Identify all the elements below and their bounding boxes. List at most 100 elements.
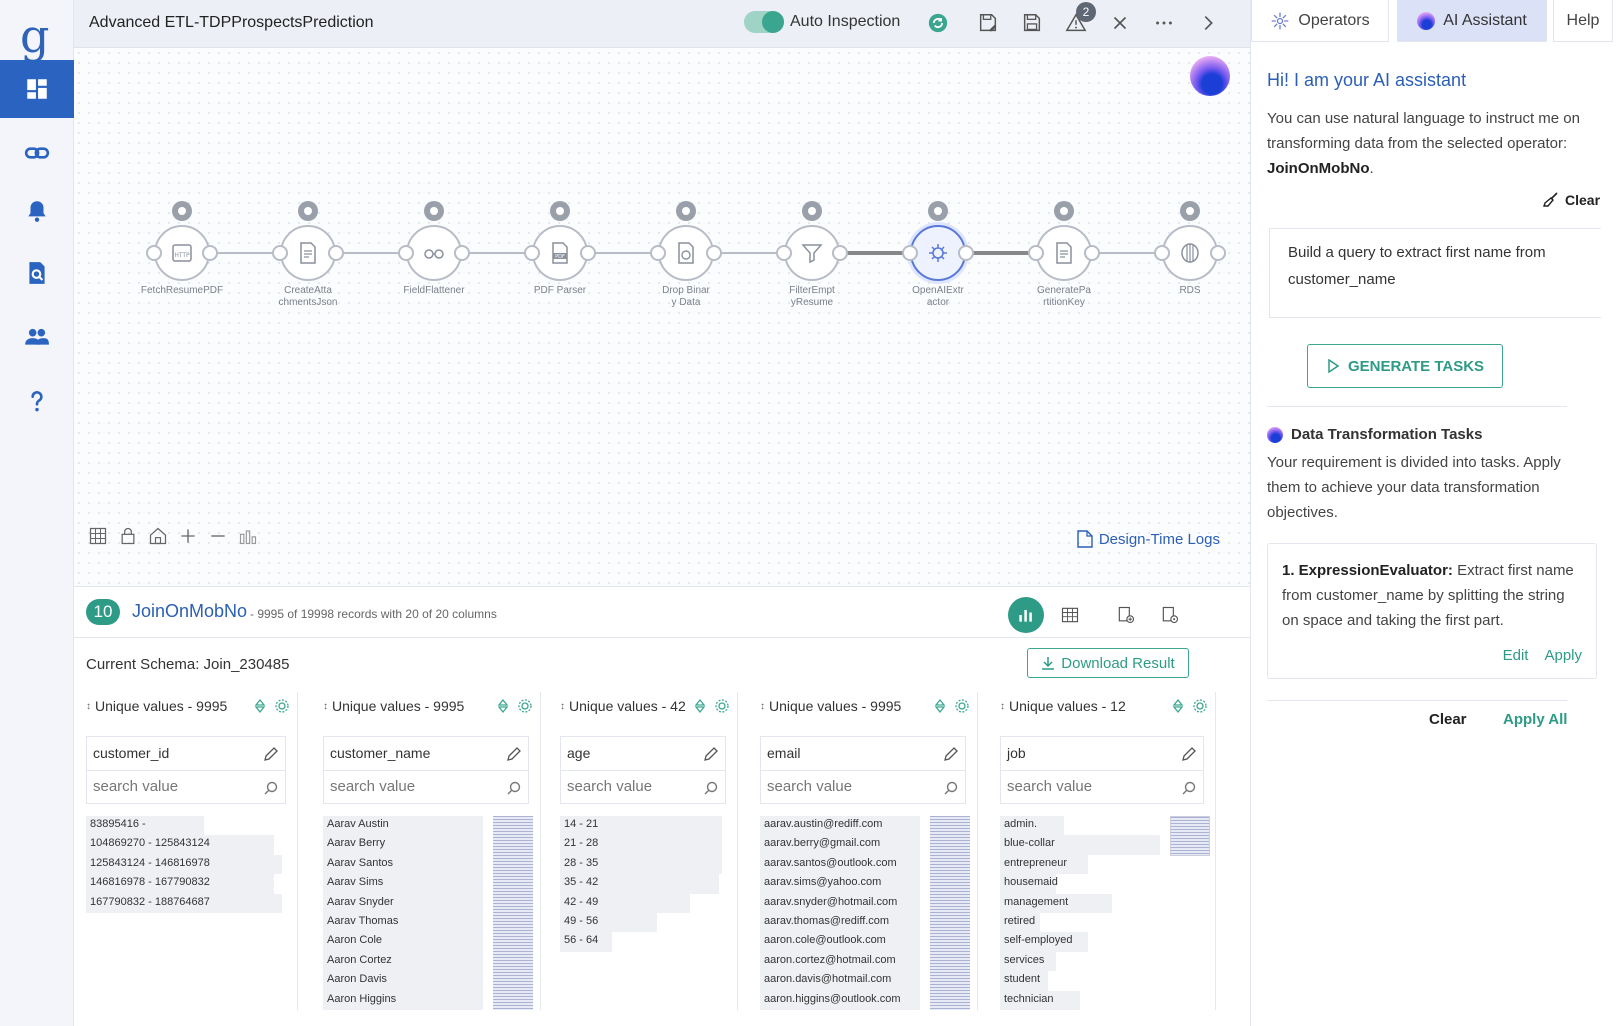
value-row[interactable]: Aarav Snyder: [323, 893, 483, 913]
edit-icon[interactable]: [943, 746, 959, 762]
tab-operators[interactable]: Operators: [1251, 0, 1389, 42]
value-row[interactable]: Aarav Sims: [323, 874, 483, 894]
preview-eye-icon[interactable]: [928, 201, 948, 221]
gear-icon[interactable]: [954, 698, 970, 714]
search-input[interactable]: search value: [323, 770, 529, 804]
fit-grid-button[interactable]: [86, 524, 110, 548]
value-row[interactable]: retired: [1000, 912, 1040, 933]
input-port[interactable]: [524, 245, 540, 261]
search-input[interactable]: search value: [760, 770, 966, 804]
value-row[interactable]: self-employed: [1000, 932, 1088, 952]
value-row[interactable]: services: [1000, 951, 1056, 972]
value-row[interactable]: Aaron Cole: [323, 932, 483, 952]
input-port[interactable]: [1154, 245, 1170, 261]
column-settings-button[interactable]: [1152, 597, 1188, 633]
save-button[interactable]: [1018, 9, 1046, 37]
value-row[interactable]: Aarav Austin: [323, 816, 483, 836]
input-port[interactable]: [650, 245, 666, 261]
value-row[interactable]: aarav.snyder@hotmail.com: [760, 893, 920, 913]
ai-orb-icon[interactable]: [1190, 56, 1230, 96]
sort-icon[interactable]: [692, 698, 708, 714]
value-row[interactable]: 28 - 35: [560, 854, 722, 875]
column-name-field[interactable]: job: [1000, 736, 1204, 770]
preview-eye-icon[interactable]: [1054, 201, 1074, 221]
output-port[interactable]: [832, 245, 848, 261]
gear-icon[interactable]: [517, 698, 533, 714]
value-row[interactable]: entrepreneur: [1000, 854, 1088, 875]
zoom-out-button[interactable]: [206, 524, 230, 548]
tab-ai-assistant[interactable]: AI Assistant: [1397, 0, 1547, 42]
value-row[interactable]: aaron.cole@outlook.com: [760, 932, 920, 952]
nav-notifications[interactable]: [0, 182, 74, 240]
task-edit-button[interactable]: Edit: [1502, 647, 1529, 664]
nav-dashboard[interactable]: [0, 60, 74, 118]
pipeline-node[interactable]: HTTP: [154, 225, 210, 281]
value-row[interactable]: 49 - 56: [560, 912, 658, 933]
preview-eye-icon[interactable]: [298, 201, 318, 221]
value-row[interactable]: 56 - 64: [560, 932, 612, 952]
value-row[interactable]: Aaron Cortez: [323, 951, 483, 972]
home-button[interactable]: [146, 524, 170, 548]
search-input[interactable]: search value: [1000, 770, 1204, 804]
sort-icon[interactable]: [495, 698, 511, 714]
gear-icon[interactable]: [274, 698, 290, 714]
table-view-button[interactable]: [1052, 597, 1088, 633]
value-row[interactable]: 104869270 - 125843124: [86, 835, 275, 855]
value-row[interactable]: aaron.davis@hotmail.com: [760, 971, 920, 991]
pipeline-node[interactable]: [1036, 225, 1092, 281]
output-port[interactable]: [580, 245, 596, 261]
save-as-button[interactable]: [974, 9, 1002, 37]
value-row[interactable]: Aarav Berry: [323, 835, 483, 855]
value-row[interactable]: student: [1000, 971, 1048, 991]
tab-help[interactable]: Help: [1553, 0, 1613, 42]
add-column-button[interactable]: [1108, 597, 1144, 633]
value-row[interactable]: aaron.cortez@hotmail.com: [760, 951, 920, 972]
refresh-button[interactable]: [924, 9, 952, 37]
value-row[interactable]: aarav.thomas@rediff.com: [760, 912, 920, 933]
value-row[interactable]: technician: [1000, 990, 1080, 1010]
nav-data-inspection[interactable]: [0, 244, 74, 302]
close-button[interactable]: [1106, 9, 1134, 37]
output-port[interactable]: [454, 245, 470, 261]
value-row[interactable]: 21 - 28: [560, 835, 722, 855]
preview-eye-icon[interactable]: [550, 201, 570, 221]
value-row[interactable]: Aaron Davis: [323, 971, 483, 991]
zoom-in-button[interactable]: [176, 524, 200, 548]
input-port[interactable]: [776, 245, 792, 261]
value-row[interactable]: 167790832 - 188764687: [86, 893, 282, 913]
value-row[interactable]: admin.: [1000, 816, 1064, 836]
value-row[interactable]: blue-collar: [1000, 835, 1160, 855]
input-port[interactable]: [272, 245, 288, 261]
value-row[interactable]: 146816978 - 167790832: [86, 874, 275, 894]
alerts-button[interactable]: [1062, 9, 1090, 37]
preview-eye-icon[interactable]: [802, 201, 822, 221]
output-port[interactable]: [706, 245, 722, 261]
output-port[interactable]: [202, 245, 218, 261]
query-input[interactable]: Build a query to extract first name from…: [1269, 228, 1601, 318]
sort-icon[interactable]: [932, 698, 948, 714]
value-row[interactable]: aarav.austin@rediff.com: [760, 816, 920, 836]
download-result-button[interactable]: Download Result: [1027, 648, 1189, 678]
value-row[interactable]: aarav.berry@gmail.com: [760, 835, 920, 855]
column-name-field[interactable]: email: [760, 736, 966, 770]
stats-button[interactable]: [236, 524, 260, 548]
value-row[interactable]: aaron.higgins@outlook.com: [760, 990, 920, 1010]
edit-icon[interactable]: [703, 746, 719, 762]
input-port[interactable]: [146, 245, 162, 261]
input-port[interactable]: [398, 245, 414, 261]
edit-icon[interactable]: [263, 746, 279, 762]
clear-chat-button[interactable]: Clear: [1543, 192, 1600, 208]
collapse-panel-button[interactable]: [1194, 9, 1222, 37]
value-row[interactable]: aarav.santos@outlook.com: [760, 854, 920, 875]
pipeline-node[interactable]: [406, 225, 462, 281]
apply-all-button[interactable]: Apply All: [1503, 711, 1568, 728]
operator-name[interactable]: JoinOnMobNo: [132, 601, 248, 621]
lock-button[interactable]: [116, 524, 140, 548]
input-port[interactable]: [902, 245, 918, 261]
sort-icon[interactable]: [252, 698, 268, 714]
value-row[interactable]: 14 - 21: [560, 816, 722, 836]
search-input[interactable]: search value: [560, 770, 726, 804]
input-port[interactable]: [1028, 245, 1044, 261]
profile-view-button[interactable]: [1008, 597, 1044, 633]
